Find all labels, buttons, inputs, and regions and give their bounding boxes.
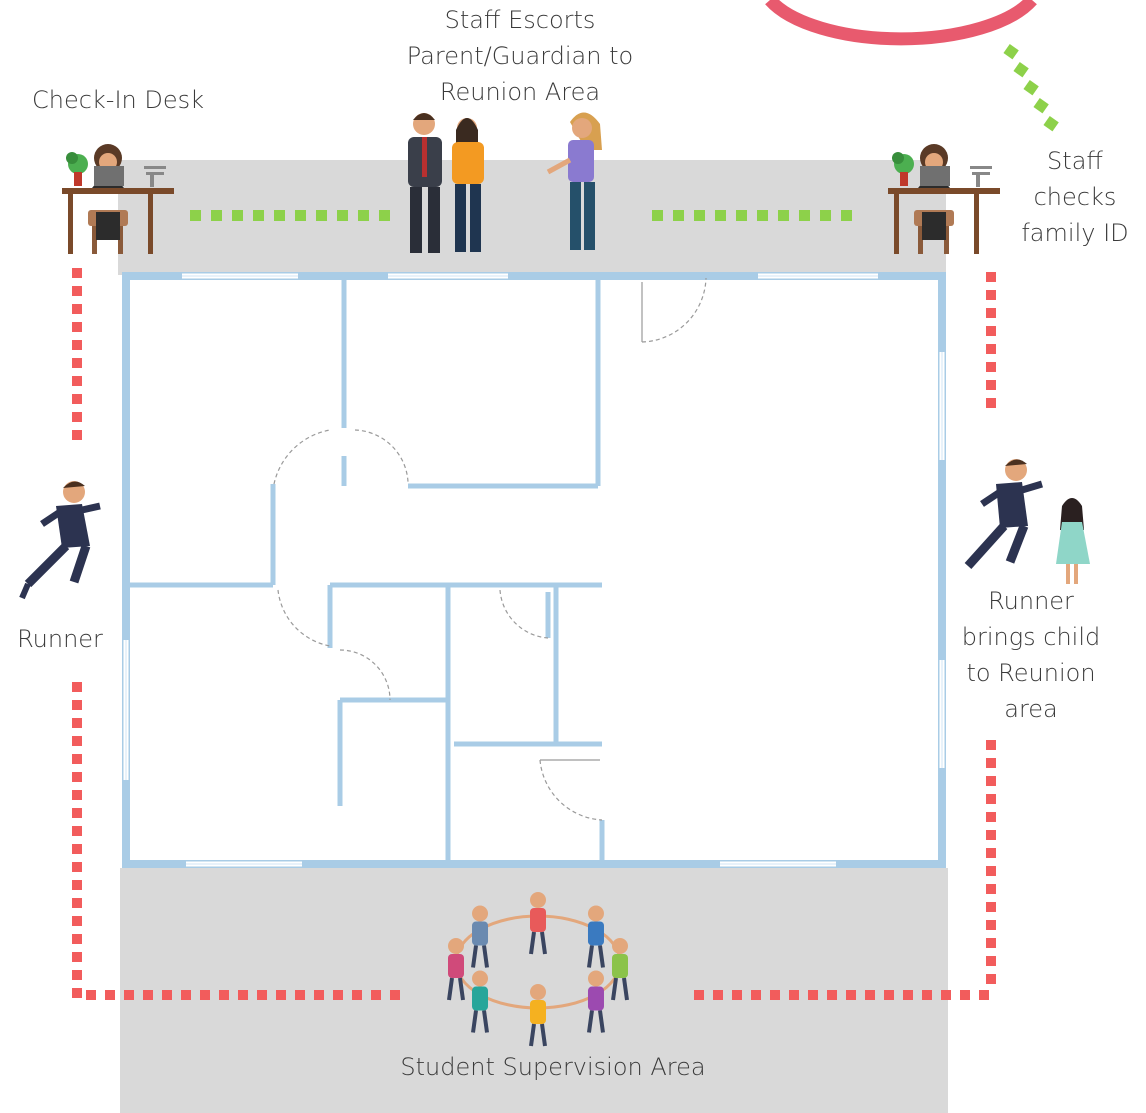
check-in-desk-icon	[62, 144, 174, 254]
runner-label: Runner	[17, 625, 103, 653]
child-legs	[587, 1010, 605, 1033]
green-path	[190, 44, 1059, 221]
staff-checks-line-3: family ID	[1021, 219, 1129, 247]
check-in-desk-icon	[888, 144, 1000, 254]
child-legs	[587, 945, 605, 968]
child-head	[472, 970, 489, 987]
child-icon	[1056, 498, 1090, 584]
runner-icon	[19, 481, 101, 600]
staff-escorts-line-3: Reunion Area	[439, 78, 601, 106]
child-legs	[611, 977, 629, 1001]
child-legs	[529, 931, 547, 955]
staff-escorts-line-2: Parent/Guardian to	[406, 42, 634, 70]
child-head	[530, 892, 546, 908]
child-head	[448, 938, 464, 954]
reunion-area-circle-arc	[765, 0, 1037, 46]
child-body	[448, 954, 464, 978]
parent-couple-icon	[408, 113, 484, 253]
child-body	[472, 921, 489, 946]
child-head	[612, 938, 628, 954]
runner-brings-line-3: to Reunion	[966, 659, 1096, 687]
child-body	[530, 908, 546, 932]
runner-brings-label: Runner brings child to Reunion area	[956, 583, 1106, 727]
child-legs	[471, 1010, 489, 1033]
child-body	[530, 1000, 546, 1024]
floor-plan	[122, 272, 946, 868]
staff-checks-line-2: checks	[1033, 183, 1117, 211]
runner-icon	[964, 459, 1044, 570]
staff-escorts-label: Staff Escorts Parent/Guardian to Reunion…	[390, 2, 650, 110]
child-body	[587, 986, 604, 1011]
red-path	[72, 268, 996, 1000]
child-head	[530, 984, 546, 1000]
runner-brings-line-1: Runner	[988, 587, 1074, 615]
child-head	[587, 970, 604, 987]
staff-checks-label: Staff checks family ID	[1010, 143, 1140, 251]
child-legs	[447, 977, 465, 1001]
child-legs	[471, 945, 489, 968]
child-legs	[529, 1023, 547, 1047]
check-in-desk-label: Check-In Desk	[31, 86, 205, 114]
child-body	[472, 986, 489, 1011]
child-head	[472, 905, 489, 922]
runner-brings-line-2: brings child	[961, 623, 1101, 651]
student-supervision-label: Student Supervision Area	[400, 1053, 706, 1081]
staff-person-icon	[546, 112, 602, 250]
staff-escorts-line-1: Staff Escorts	[444, 6, 596, 34]
child-body	[587, 921, 604, 946]
staff-checks-line-1: Staff	[1047, 147, 1103, 175]
children-circle-icon	[447, 892, 629, 1047]
runner-brings-line-4: area	[1004, 695, 1058, 723]
child-body	[612, 954, 628, 978]
child-head	[587, 905, 604, 922]
